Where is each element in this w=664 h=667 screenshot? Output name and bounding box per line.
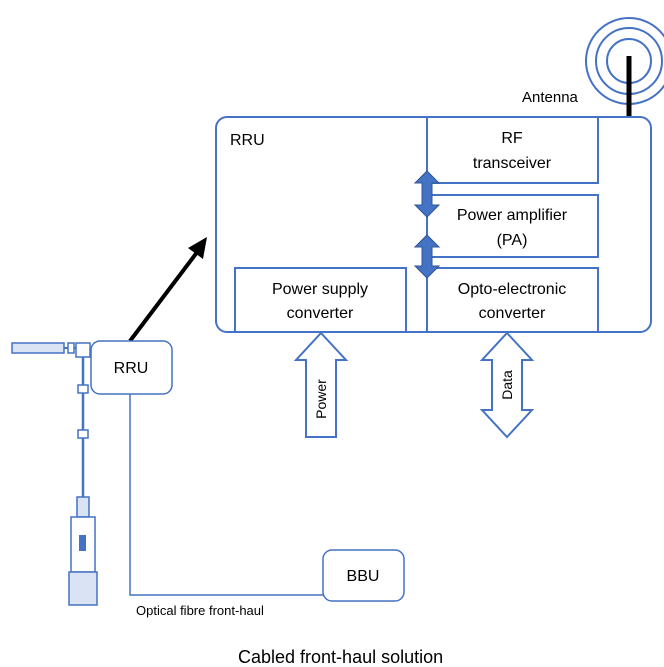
bbu-box	[322, 549, 405, 602]
rf-transceiver-label-line2: transceiver	[473, 155, 552, 172]
zoom-arrow	[128, 249, 200, 343]
power-amplifier-label-line2: (PA)	[497, 232, 528, 249]
power-supply-converter-block	[234, 267, 407, 333]
mast-icon	[11, 342, 98, 606]
rru-small-box	[90, 340, 173, 395]
rru-small-label: RRU	[114, 360, 149, 377]
power-arrow-icon	[293, 331, 349, 438]
optical-fibre-line	[129, 394, 324, 596]
antenna-label: Antenna	[522, 89, 579, 106]
power-supply-label-line1: Power supply	[272, 281, 368, 298]
zoom-arrow-head	[188, 237, 207, 259]
power-supply-label-line2: converter	[287, 305, 354, 322]
opto-converter-label-line2: converter	[479, 305, 546, 322]
power-arrow-label: Power	[313, 379, 329, 419]
rf-transceiver-label-line1: RF	[501, 130, 523, 147]
double-arrow-icon	[413, 234, 441, 279]
double-arrow-icon	[413, 170, 441, 218]
optical-fibre-label: Optical fibre front-haul	[136, 603, 264, 618]
data-arrow-icon	[479, 331, 535, 439]
rru-box-title: RRU	[230, 132, 265, 149]
rf-transceiver-block	[426, 116, 599, 184]
power-amplifier-block	[426, 194, 599, 258]
opto-electronic-converter-block	[426, 267, 599, 333]
data-arrow-label: Data	[499, 370, 515, 400]
opto-converter-label-line1: Opto-electronic	[458, 281, 567, 298]
bbu-label: BBU	[347, 568, 380, 585]
caption: Cabled front-haul solution	[238, 647, 443, 667]
power-amplifier-label-line1: Power amplifier	[457, 207, 568, 224]
